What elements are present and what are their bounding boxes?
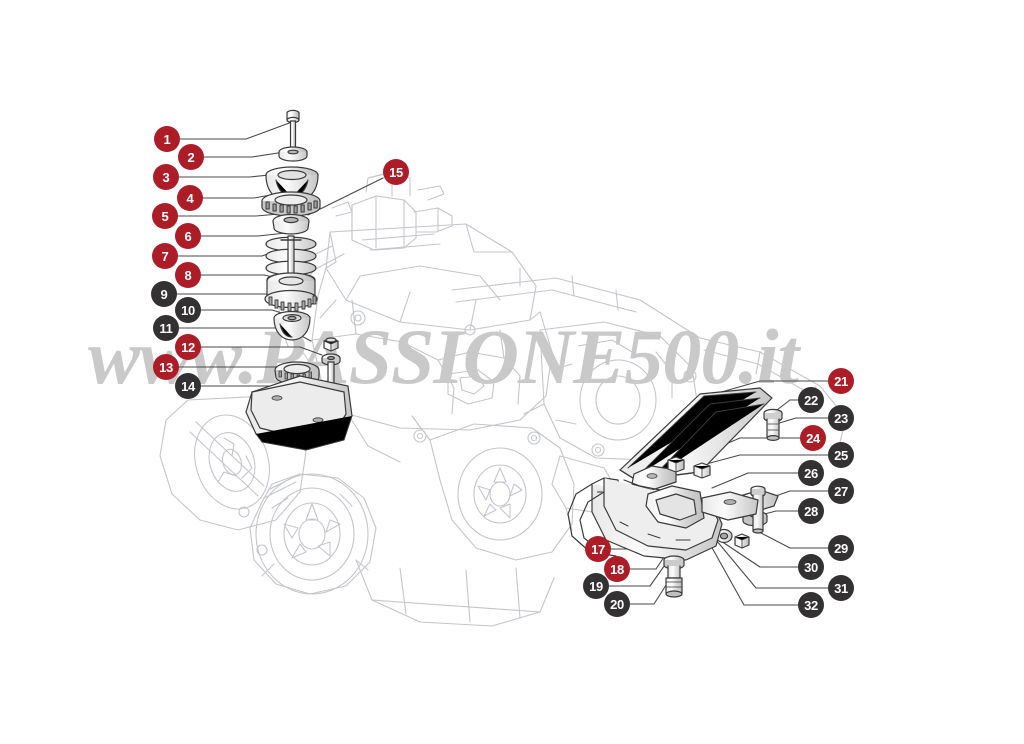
callout-badge-5[interactable]: 5 (152, 203, 178, 229)
part-washer-top (278, 146, 308, 162)
part-bolt-bottom-center (663, 555, 685, 598)
callout-badge-3[interactable]: 3 (153, 164, 179, 190)
callout-badge-18[interactable]: 18 (604, 556, 630, 582)
part-bolt-mid (667, 456, 685, 473)
part-mount-bracket (245, 375, 353, 451)
callout-badge-30[interactable]: 30 (798, 554, 824, 580)
callout-badge-20[interactable]: 20 (604, 591, 630, 617)
callout-badge-28[interactable]: 28 (798, 498, 824, 524)
callout-badge-15[interactable]: 15 (383, 159, 409, 185)
part-ring-c (734, 533, 750, 549)
callout-badge-21[interactable]: 21 (828, 368, 854, 394)
part-bolt-lower-right (750, 485, 766, 534)
part-cup-washer (272, 213, 310, 235)
callout-badge-17[interactable]: 17 (585, 536, 611, 562)
callout-badge-4[interactable]: 4 (177, 185, 203, 211)
part-toothed-washer (261, 191, 321, 217)
callout-badge-8[interactable]: 8 (175, 262, 201, 288)
callout-badge-32[interactable]: 32 (798, 592, 824, 618)
callout-badge-2[interactable]: 2 (178, 144, 204, 170)
part-lower-rubber-cup (273, 310, 311, 341)
callout-badge-14[interactable]: 14 (175, 373, 201, 399)
callout-badge-26[interactable]: 26 (798, 460, 824, 486)
part-mount-body (264, 272, 318, 312)
callout-badge-11[interactable]: 11 (153, 315, 179, 341)
callout-badge-31[interactable]: 31 (828, 575, 854, 601)
part-rear-support-frame (567, 477, 759, 561)
callout-badge-27[interactable]: 27 (828, 478, 854, 504)
part-small-nut (323, 337, 339, 352)
callout-badge-19[interactable]: 19 (583, 573, 609, 599)
part-nut-mid (693, 462, 711, 479)
callout-badge-29[interactable]: 29 (828, 535, 854, 561)
callout-badge-24[interactable]: 24 (800, 425, 826, 451)
callout-badge-9[interactable]: 9 (151, 281, 177, 307)
callout-badge-10[interactable]: 10 (175, 297, 201, 323)
part-bolt-upper-right (763, 408, 783, 442)
callout-badge-7[interactable]: 7 (152, 243, 178, 269)
callout-badge-22[interactable]: 22 (798, 387, 824, 413)
callout-badge-13[interactable]: 13 (153, 354, 179, 380)
callout-badge-23[interactable]: 23 (828, 405, 854, 431)
callout-badge-25[interactable]: 25 (828, 442, 854, 468)
callout-badge-6[interactable]: 6 (175, 223, 201, 249)
callout-badge-12[interactable]: 12 (175, 334, 201, 360)
callout-badge-1[interactable]: 1 (154, 126, 180, 152)
